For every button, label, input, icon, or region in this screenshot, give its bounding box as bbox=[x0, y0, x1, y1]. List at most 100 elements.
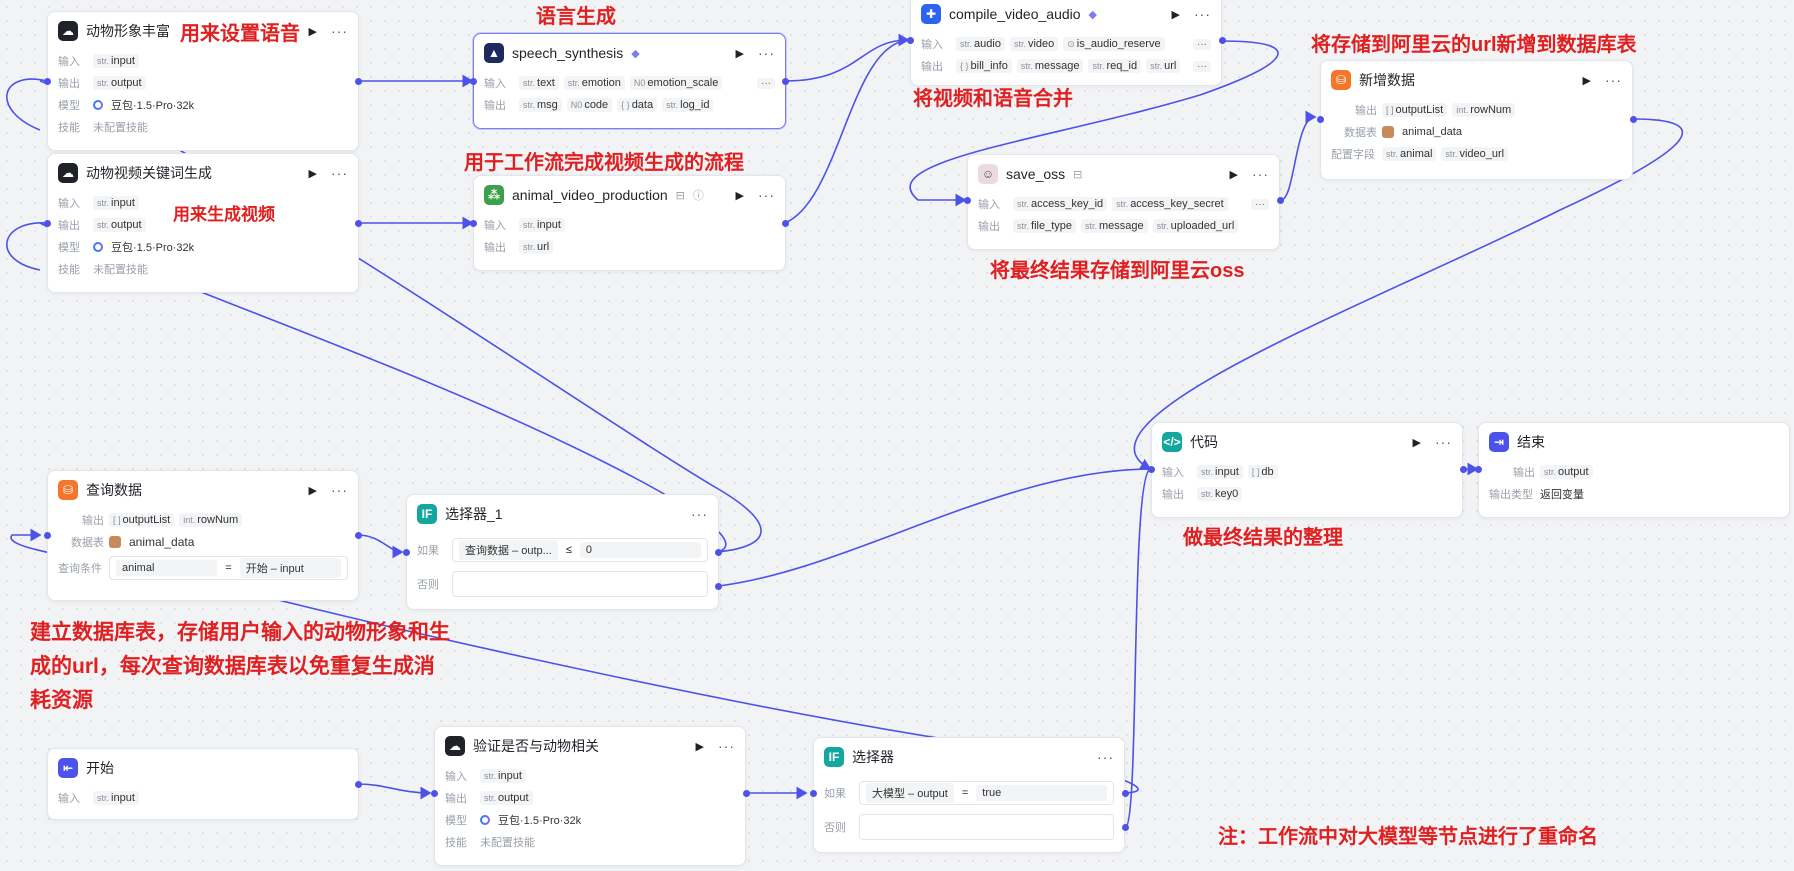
verified-icon: ◆ bbox=[631, 47, 640, 60]
model-icon bbox=[93, 100, 103, 110]
run-icon[interactable]: ▶ bbox=[1229, 168, 1238, 181]
start-icon: ⇤ bbox=[58, 758, 78, 778]
output-port[interactable] bbox=[782, 78, 789, 85]
wire-video-to-compile bbox=[784, 39, 909, 224]
run-icon[interactable]: ▶ bbox=[1412, 436, 1421, 449]
output-port[interactable] bbox=[355, 78, 362, 85]
more-icon[interactable]: ··· bbox=[1097, 749, 1114, 765]
model-icon bbox=[93, 242, 103, 252]
input-port[interactable] bbox=[907, 37, 914, 44]
run-icon[interactable]: ▶ bbox=[1582, 74, 1591, 87]
node-compile-video-audio[interactable]: ✚ compile_video_audio ◆ ▶ ··· 输入 str.aud… bbox=[910, 0, 1222, 86]
more-params-button[interactable]: ··· bbox=[1193, 38, 1211, 50]
else-port[interactable] bbox=[1122, 824, 1129, 831]
more-params-button[interactable]: ··· bbox=[1251, 198, 1269, 210]
input-port[interactable] bbox=[1148, 466, 1155, 473]
note-rename: 注：工作流中对大模型等节点进行了重命名 bbox=[1218, 826, 1598, 848]
input-port[interactable] bbox=[44, 220, 51, 227]
output-port[interactable] bbox=[355, 220, 362, 227]
node-speech-synthesis[interactable]: ▲ speech_synthesis ◆ ▶ ··· 输入 str.text s… bbox=[473, 33, 786, 129]
end-icon: ⇥ bbox=[1489, 432, 1509, 452]
input-port[interactable] bbox=[44, 78, 51, 85]
more-icon[interactable]: ··· bbox=[331, 482, 348, 498]
run-icon[interactable]: ▶ bbox=[695, 740, 704, 753]
workflow-icon: ⁂ bbox=[484, 185, 504, 205]
wire-selector1-else-to-code bbox=[717, 468, 1151, 587]
input-port[interactable] bbox=[964, 197, 971, 204]
if-condition[interactable]: 大模型 – output = true bbox=[859, 781, 1114, 805]
output-port[interactable] bbox=[1219, 37, 1226, 44]
output-port[interactable] bbox=[1277, 197, 1284, 204]
more-icon[interactable]: ··· bbox=[331, 165, 348, 181]
output-port[interactable] bbox=[743, 790, 750, 797]
output-port[interactable] bbox=[782, 220, 789, 227]
more-icon[interactable]: ··· bbox=[691, 506, 708, 522]
node-title: 动物视频关键词生成 bbox=[86, 165, 212, 181]
input-port[interactable] bbox=[810, 790, 817, 797]
more-icon[interactable]: ··· bbox=[718, 738, 735, 754]
note-store-oss: 将最终结果存储到阿里云oss bbox=[990, 260, 1245, 282]
query-condition[interactable]: animal = 开始 – input bbox=[109, 556, 348, 580]
node-insert-data[interactable]: ⛁ 新增数据 ▶ ··· 输出 [ ]outputList int.rowNum… bbox=[1320, 60, 1633, 180]
node-start[interactable]: ⇤ 开始 输入 str.input bbox=[47, 748, 359, 820]
more-icon[interactable]: ··· bbox=[758, 45, 775, 61]
input-tag: str.input bbox=[93, 54, 139, 68]
node-save-oss[interactable]: ☺ save_oss ⊟ ▶ ··· 输入 str.access_key_id … bbox=[967, 154, 1280, 250]
output-port[interactable] bbox=[1460, 466, 1467, 473]
more-params-button[interactable]: ··· bbox=[757, 77, 775, 89]
database-icon: ⛁ bbox=[1331, 70, 1351, 90]
input-port[interactable] bbox=[1317, 116, 1324, 123]
note-subflow: 用于工作流完成视频生成的流程 bbox=[464, 152, 744, 174]
lock-icon: ⊟ bbox=[675, 189, 685, 202]
wire-speech-to-compile bbox=[784, 33, 910, 82]
input-port[interactable] bbox=[470, 220, 477, 227]
if-port[interactable] bbox=[1122, 790, 1129, 797]
else-branch[interactable] bbox=[452, 571, 708, 597]
run-icon[interactable]: ▶ bbox=[308, 484, 317, 497]
run-icon[interactable]: ▶ bbox=[735, 47, 744, 60]
if-port[interactable] bbox=[715, 549, 722, 556]
llm-icon: ☁ bbox=[445, 736, 465, 756]
more-icon[interactable]: ··· bbox=[1435, 434, 1452, 450]
node-selector[interactable]: IF 选择器 ··· 如果 大模型 – output = true 否则 bbox=[813, 737, 1125, 853]
run-icon[interactable]: ▶ bbox=[735, 189, 744, 202]
input-port[interactable] bbox=[44, 532, 51, 539]
llm-icon: ☁ bbox=[58, 21, 78, 41]
speech-plugin-icon: ▲ bbox=[484, 43, 504, 63]
output-tag: str.output bbox=[93, 76, 146, 90]
run-icon[interactable]: ▶ bbox=[1171, 8, 1180, 21]
more-icon[interactable]: ··· bbox=[1605, 72, 1622, 88]
model-icon bbox=[480, 815, 490, 825]
node-code[interactable]: </> 代码 ▶ ··· 输入 str.input [ ]db 输出 str.k… bbox=[1151, 422, 1463, 518]
more-outputs-button[interactable]: ··· bbox=[1193, 60, 1211, 72]
output-port[interactable] bbox=[355, 532, 362, 539]
node-end[interactable]: ⇥ 结束 输出 str.output 输出类型 返回变量 bbox=[1478, 422, 1790, 518]
output-port[interactable] bbox=[1630, 116, 1637, 123]
more-icon[interactable]: ··· bbox=[758, 187, 775, 203]
node-query-data[interactable]: ⛁ 查询数据 ▶ ··· 输出 [ ]outputList int.rowNum… bbox=[47, 470, 359, 601]
verified-icon: ◆ bbox=[1088, 8, 1098, 21]
node-selector-1[interactable]: IF 选择器_1 ··· 如果 查询数据 – outp... ≤ 0 否则 bbox=[406, 494, 719, 610]
if-condition[interactable]: 查询数据 – outp... ≤ 0 bbox=[452, 538, 708, 562]
wire-left-loop-keyword bbox=[6, 222, 48, 271]
more-icon[interactable]: ··· bbox=[331, 23, 348, 39]
llm-icon: ☁ bbox=[58, 163, 78, 183]
input-port[interactable] bbox=[431, 790, 438, 797]
input-port[interactable] bbox=[1475, 466, 1482, 473]
code-icon: </> bbox=[1162, 432, 1182, 452]
note-final: 做最终结果的整理 bbox=[1183, 527, 1343, 549]
else-port[interactable] bbox=[715, 583, 722, 590]
more-icon[interactable]: ··· bbox=[1252, 166, 1269, 182]
else-branch[interactable] bbox=[859, 814, 1114, 840]
input-port[interactable] bbox=[403, 549, 410, 556]
run-icon[interactable]: ▶ bbox=[308, 25, 317, 38]
table-icon bbox=[109, 536, 121, 548]
run-icon[interactable]: ▶ bbox=[308, 167, 317, 180]
output-port[interactable] bbox=[355, 781, 362, 788]
more-icon[interactable]: ··· bbox=[1194, 6, 1211, 22]
input-port[interactable] bbox=[470, 78, 477, 85]
